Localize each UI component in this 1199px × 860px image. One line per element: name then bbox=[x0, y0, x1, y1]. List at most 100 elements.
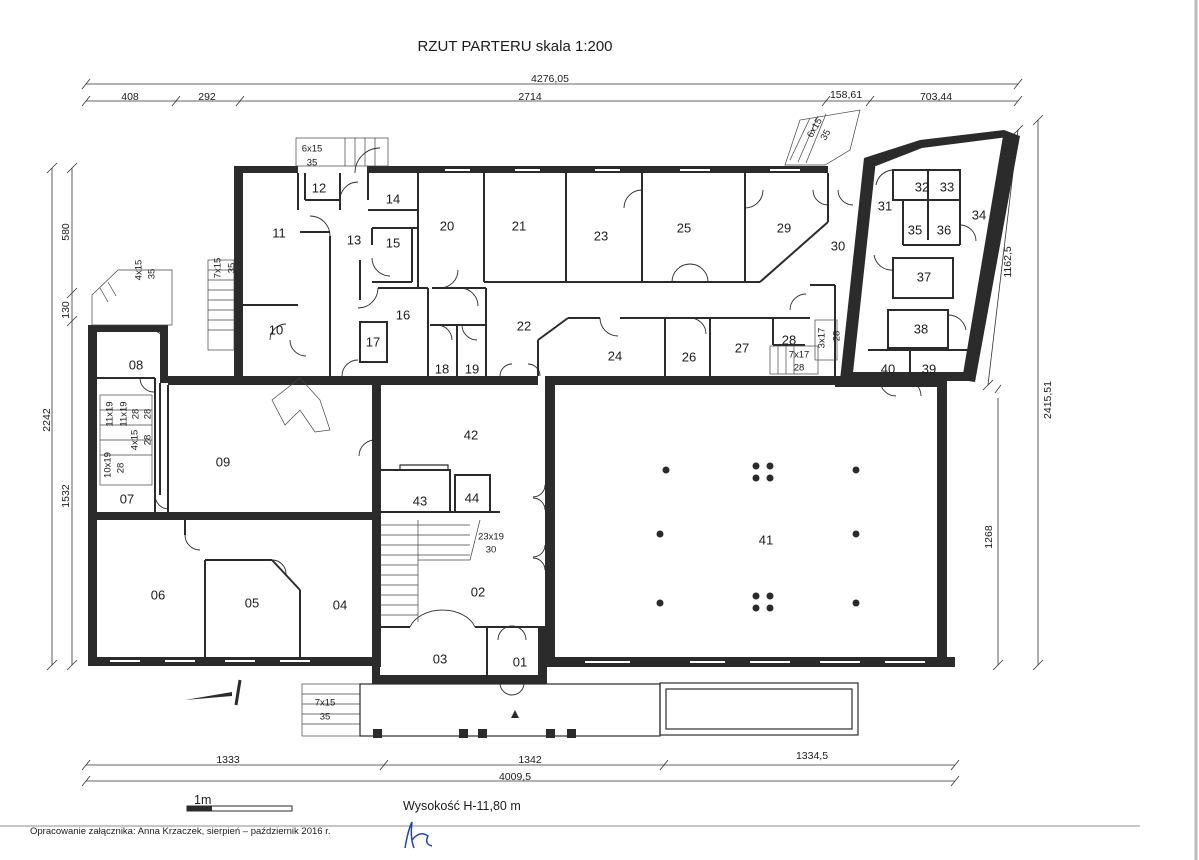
stair-label: 6x15 bbox=[302, 144, 323, 155]
stair-label: 28 bbox=[143, 435, 154, 446]
stair-label: 4x15 bbox=[130, 430, 141, 451]
scale-bar: 1m bbox=[186, 793, 293, 812]
dimension-label-bot-1333: 1333 bbox=[216, 754, 240, 766]
room-label-10: 10 bbox=[269, 322, 283, 337]
dimension-label-bot-13345: 1334,5 bbox=[796, 750, 828, 762]
signature bbox=[404, 821, 433, 849]
terrace bbox=[359, 682, 859, 738]
stair-label: 3x17 bbox=[817, 328, 828, 349]
room-label-35: 35 bbox=[908, 222, 922, 237]
room-label-42: 42 bbox=[464, 427, 478, 442]
room-label-04: 04 bbox=[333, 597, 347, 612]
dimension-label-left-1532: 1532 bbox=[60, 484, 72, 508]
doors bbox=[139, 147, 977, 696]
room-label-22: 22 bbox=[517, 318, 531, 333]
room-label-26: 26 bbox=[682, 349, 696, 364]
interior-walls bbox=[97, 166, 968, 683]
room-label-27: 27 bbox=[735, 340, 749, 355]
stair-label: 7x17 bbox=[789, 350, 810, 361]
room-label-23: 23 bbox=[594, 228, 608, 243]
stair-label: 7x15 bbox=[315, 698, 336, 709]
stair-label: 35 bbox=[307, 158, 318, 169]
dimension-label-top-70344: 703,44 bbox=[920, 91, 952, 103]
height-note: Wysokość H-11,80 m bbox=[403, 799, 521, 813]
stairs bbox=[91, 109, 861, 737]
room-label-32: 32 bbox=[915, 179, 929, 194]
room-label-44: 44 bbox=[465, 490, 479, 505]
stair-label: 30 bbox=[486, 545, 497, 556]
stair-label: 35 bbox=[819, 128, 834, 143]
columns bbox=[656, 462, 860, 612]
room-label-24: 24 bbox=[608, 348, 622, 363]
stair-label: 11x19 bbox=[105, 401, 116, 426]
room-label-02: 02 bbox=[471, 584, 485, 599]
room-label-33: 33 bbox=[940, 179, 954, 194]
room-label-38: 38 bbox=[914, 321, 928, 336]
room-label-21: 21 bbox=[512, 218, 526, 233]
dimension-label-right-1268: 1268 bbox=[983, 525, 995, 549]
dimension-label-right-241551: 2415,51 bbox=[1042, 381, 1054, 419]
dimension-label-left-2242: 2242 bbox=[41, 408, 53, 432]
room-label-28: 28 bbox=[782, 332, 796, 347]
dimension-label-top-total: 4276,05 bbox=[531, 73, 569, 85]
dimension-label-left-580: 580 bbox=[60, 223, 72, 241]
room-label-11: 11 bbox=[272, 225, 286, 240]
room-label-09: 09 bbox=[216, 454, 230, 469]
room-label-37: 37 bbox=[917, 269, 931, 284]
stair-label: 28 bbox=[794, 363, 805, 374]
window-marks bbox=[110, 169, 925, 663]
stair-label: 10x19 bbox=[103, 452, 114, 478]
room-label-03: 03 bbox=[433, 651, 447, 666]
dimension-label-top-15861: 158,61 bbox=[830, 89, 862, 101]
room-label-31: 31 bbox=[878, 198, 892, 213]
stair-label: 7x15 bbox=[213, 258, 224, 279]
room-label-34: 34 bbox=[972, 207, 986, 222]
room-label-36: 36 bbox=[937, 222, 951, 237]
room-label-07: 07 bbox=[120, 491, 134, 506]
room-label-30: 30 bbox=[831, 238, 845, 253]
stair-label: 28 bbox=[143, 409, 154, 420]
dimension-label-top-408: 408 bbox=[121, 91, 139, 103]
room-labels: 01 02 03 04 05 06 07 08 09 10 11 12 13 14 15 16 17 18 19 20… bbox=[120, 179, 986, 669]
room-label-17: 17 bbox=[366, 334, 380, 349]
dimension-label-top-292: 292 bbox=[198, 91, 216, 103]
stair-label: 35 bbox=[147, 269, 158, 280]
scale-bar-label: 1m bbox=[194, 793, 211, 807]
stair-label: 4x15 bbox=[134, 260, 145, 281]
room-label-29: 29 bbox=[777, 220, 791, 235]
room-label-39: 39 bbox=[922, 361, 936, 376]
room-label-08: 08 bbox=[129, 357, 143, 372]
room-label-05: 05 bbox=[245, 595, 259, 610]
room-label-15: 15 bbox=[386, 235, 400, 250]
dimension-label-bot-total: 4009,5 bbox=[499, 771, 531, 783]
room-label-12: 12 bbox=[312, 180, 326, 195]
room-label-01: 01 bbox=[513, 654, 527, 669]
room-label-25: 25 bbox=[677, 220, 691, 235]
stair-label: 35 bbox=[227, 263, 238, 274]
stair-label: 28 bbox=[131, 409, 142, 420]
room-label-18: 18 bbox=[435, 361, 449, 376]
dimension-label-left-130: 130 bbox=[60, 301, 72, 319]
dimension-label-bot-1342: 1342 bbox=[518, 754, 542, 766]
stair-label: 28 bbox=[832, 331, 843, 342]
plan-title: RZUT PARTERU skala 1:200 bbox=[417, 38, 612, 55]
room-label-43: 43 bbox=[413, 493, 427, 508]
room-label-41: 41 bbox=[759, 532, 773, 547]
room-label-20: 20 bbox=[440, 218, 454, 233]
room-label-13: 13 bbox=[347, 232, 361, 247]
dimension-lines bbox=[46, 78, 1044, 787]
stair-label: 28 bbox=[116, 463, 127, 474]
room-label-14: 14 bbox=[386, 191, 400, 206]
room-label-19: 19 bbox=[465, 361, 479, 376]
north-arrow-icon bbox=[185, 679, 242, 706]
room-label-40: 40 bbox=[881, 361, 895, 376]
room-label-06: 06 bbox=[151, 587, 165, 602]
footer-credit: Opracowanie załącznika: Anna Krzaczek, s… bbox=[30, 826, 330, 837]
room-label-16: 16 bbox=[396, 307, 410, 322]
stair-label: 35 bbox=[320, 712, 331, 723]
stair-label: 23x19 bbox=[478, 532, 504, 543]
